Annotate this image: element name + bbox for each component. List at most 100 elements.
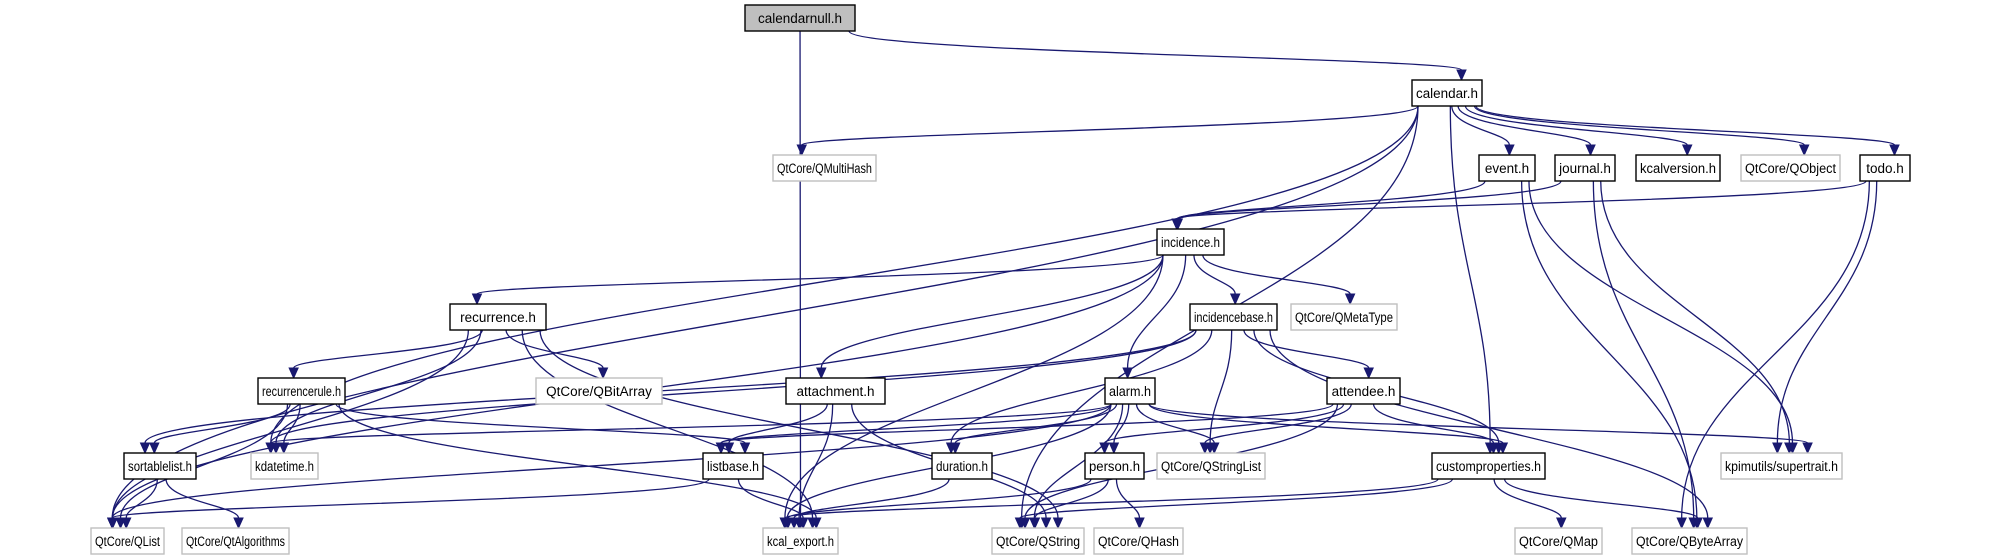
node-calendarnull[interactable]: calendarnull.h <box>744 4 856 32</box>
edge-person-to-qhash <box>1115 478 1141 519</box>
node-alarm[interactable]: alarm.h <box>1104 377 1156 405</box>
node-kdatetime: kdatetime.h <box>250 452 319 480</box>
node-event[interactable]: event.h <box>1478 154 1536 182</box>
node-box-recurrencerule <box>257 377 346 405</box>
node-label-kdatetime: kdatetime.h <box>255 459 314 474</box>
node-label-qstringlist: QtCore/QStringList <box>1161 459 1261 474</box>
edges-layer <box>106 30 1900 530</box>
node-todo[interactable]: todo.h <box>1859 154 1911 182</box>
edge-calendar-to-qlist <box>111 105 1419 519</box>
arrowhead-recurrence-to-recurrencerule <box>288 367 299 380</box>
edge-recurrencerule-to-kcal_export <box>338 403 817 519</box>
node-qstringlist: QtCore/QStringList <box>1156 452 1266 480</box>
node-box-incidence <box>1156 228 1225 256</box>
node-recurrencerule[interactable]: recurrencerule.h <box>257 377 346 405</box>
edge-incidencebase-to-qstringlist <box>1209 329 1233 444</box>
node-box-qlist <box>90 527 165 555</box>
node-qmultihash: QtCore/QMultiHash <box>772 154 877 182</box>
node-box-attachment <box>785 377 886 405</box>
node-duration[interactable]: duration.h <box>931 452 993 480</box>
node-box-event <box>1478 154 1536 182</box>
edge-recurrence-to-qlist <box>112 329 470 519</box>
edge-incidence-to-qmetatype <box>1202 254 1351 295</box>
arrowhead-attendee-to-person <box>1099 442 1110 455</box>
edge-attendee-to-listbase <box>720 403 1334 444</box>
node-qtalgorithms: QtCore/QtAlgorithms <box>181 527 290 555</box>
edge-event-to-supertrait <box>1528 180 1794 444</box>
node-label-sortablelist: sortablelist.h <box>128 459 192 474</box>
arrowhead-incidence-to-incidencebase <box>1229 293 1241 306</box>
edge-todo-to-qbytearray <box>1681 180 1871 519</box>
node-box-journal <box>1554 154 1616 182</box>
node-label-qbitarray: QtCore/QBitArray <box>546 384 652 399</box>
arrowhead-incidencebase-to-sortablelist <box>139 442 151 455</box>
node-incidencebase[interactable]: incidencebase.h <box>1189 303 1278 331</box>
node-person[interactable]: person.h <box>1084 452 1145 480</box>
node-supertrait: kpimutils/supertrait.h <box>1720 452 1843 480</box>
node-attachment[interactable]: attachment.h <box>785 377 886 405</box>
edge-recurrence-to-kcal_export <box>521 329 814 519</box>
arrowhead-calendar-to-todo <box>1889 144 1900 157</box>
node-box-qstringlist <box>1156 452 1266 480</box>
node-listbase[interactable]: listbase.h <box>702 452 764 480</box>
arrowhead-person-to-qhash <box>1134 517 1145 530</box>
arrowhead-incidence-to-qmetatype <box>1344 293 1356 306</box>
edge-incidence-to-incidencebase <box>1193 254 1236 295</box>
node-customproperties[interactable]: customproperties.h <box>1431 452 1546 480</box>
arrowhead-todo-to-qbytearray <box>1676 517 1687 530</box>
node-box-qtalgorithms <box>181 527 290 555</box>
node-kcalversion[interactable]: kcalversion.h <box>1635 154 1721 182</box>
node-label-supertrait: kpimutils/supertrait.h <box>1725 459 1838 474</box>
arrowhead-listbase-to-kcal_export <box>797 517 809 530</box>
node-calendar[interactable]: calendar.h <box>1411 79 1483 107</box>
node-box-supertrait <box>1720 452 1843 480</box>
node-label-calendarnull: calendarnull.h <box>758 11 842 26</box>
edge-customproperties-to-qmap <box>1493 478 1562 519</box>
node-attendee[interactable]: attendee.h <box>1326 377 1401 405</box>
node-qhash: QtCore/QHash <box>1093 527 1184 555</box>
edge-recurrencerule-to-sortablelist <box>153 403 291 444</box>
node-label-journal: journal.h <box>1558 161 1611 176</box>
node-qstring: QtCore/QString <box>991 527 1085 555</box>
edge-journal-to-supertrait <box>1600 180 1791 444</box>
node-qmap: QtCore/QMap <box>1514 527 1603 555</box>
arrowhead-attachment-to-qstring <box>1040 517 1052 530</box>
arrowhead-recurrence-to-qstring <box>1052 517 1064 530</box>
node-label-kcalversion: kcalversion.h <box>1640 161 1716 176</box>
arrowhead-recurrencerule-to-sortablelist <box>149 442 160 455</box>
node-recurrence[interactable]: recurrence.h <box>449 303 547 331</box>
arrowhead-alarm-to-person <box>1108 442 1120 455</box>
node-box-qstring <box>991 527 1085 555</box>
node-label-qtalgorithms: QtCore/QtAlgorithms <box>186 534 285 549</box>
arrowhead-customproperties-to-qstring <box>1014 517 1026 530</box>
node-sortablelist[interactable]: sortablelist.h <box>123 452 197 480</box>
node-box-alarm <box>1104 377 1156 405</box>
arrowhead-calendar-to-kcalversion <box>1681 144 1693 157</box>
node-label-qhash: QtCore/QHash <box>1098 534 1179 549</box>
node-box-customproperties <box>1431 452 1546 480</box>
node-label-qlist: QtCore/QList <box>95 534 160 549</box>
edge-customproperties-to-kcal_export <box>784 478 1439 519</box>
arrowhead-alarm-to-duration <box>950 442 961 455</box>
arrowhead-incidence-to-attachment <box>816 367 827 380</box>
arrowhead-alarm-to-customproperties <box>1497 442 1509 455</box>
node-box-qobject <box>1740 154 1841 182</box>
node-journal[interactable]: journal.h <box>1554 154 1616 182</box>
edge-customproperties-to-qstring <box>1019 478 1454 519</box>
node-incidence[interactable]: incidence.h <box>1156 228 1225 256</box>
edge-event-to-qbytearray <box>1520 180 1698 519</box>
edge-recurrencerule-to-listbase <box>335 403 746 444</box>
edge-calendar-to-todo <box>1475 105 1896 146</box>
edge-attendee-to-customproperties <box>1372 403 1495 444</box>
node-label-incidencebase: incidencebase.h <box>1194 310 1273 325</box>
arrowhead-customproperties-to-kcal_export <box>779 517 791 530</box>
node-box-qmultihash <box>772 154 877 182</box>
edge-recurrence-to-qstring <box>539 329 1059 519</box>
node-qmetatype: QtCore/QMetaType <box>1290 303 1398 331</box>
node-label-person: person.h <box>1089 459 1140 474</box>
edge-attachment-to-kcal_export <box>798 403 834 519</box>
node-box-listbase <box>702 452 764 480</box>
edge-attendee-to-qstringlist <box>1204 403 1352 444</box>
edge-todo-to-incidence <box>1176 180 1867 220</box>
